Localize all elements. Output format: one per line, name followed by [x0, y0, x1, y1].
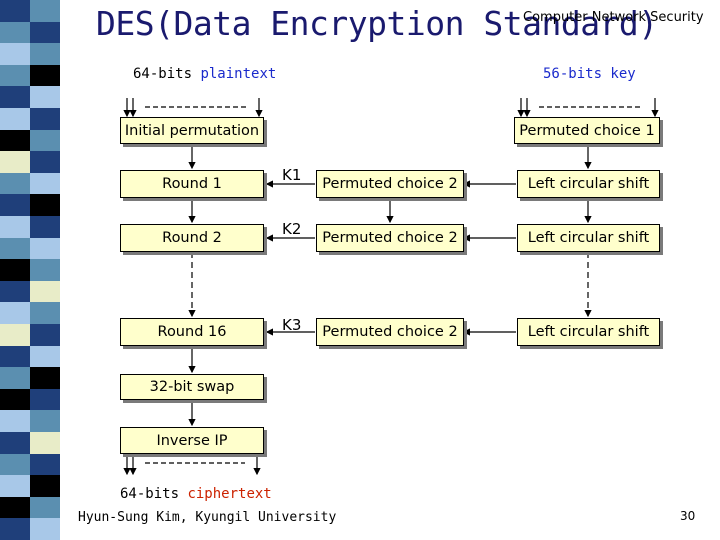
strip-tile: [0, 518, 30, 540]
round-2-box: Round 2: [120, 224, 264, 252]
round-16-box: Round 16: [120, 318, 264, 346]
strip-tile: [30, 410, 60, 433]
strip-tile: [0, 86, 30, 109]
strip-tile: [0, 453, 30, 476]
strip-tile: [0, 237, 30, 260]
strip-tile: [30, 259, 60, 282]
strip-tile: [0, 64, 30, 87]
strip-tile: [30, 216, 60, 239]
strip-tile: [0, 410, 30, 433]
strip-tile: [30, 496, 60, 519]
strip-tile: [30, 475, 60, 498]
strip-tile: [30, 129, 60, 152]
strip-tile: [30, 432, 60, 455]
strip-tile: [30, 345, 60, 368]
strip-tile: [30, 172, 60, 195]
strip-tile: [30, 302, 60, 325]
strip-tile: [0, 302, 30, 325]
permuted-choice-2-box: Permuted choice 2: [316, 224, 464, 252]
key-label-k1: K1: [282, 166, 302, 184]
slide-title: DES(Data Encryption Standard): [96, 4, 658, 43]
strip-tile: [0, 43, 30, 66]
strip-tile: [0, 388, 30, 411]
strip-tile: [0, 216, 30, 239]
permuted-choice-2-box: Permuted choice 2: [316, 318, 464, 346]
strip-tile: [0, 324, 30, 347]
course-header: Computer Network Security: [523, 10, 704, 25]
strip-tile: [30, 324, 60, 347]
key-label-k3: K3: [282, 316, 302, 334]
decorative-side-strip: [0, 0, 60, 540]
strip-tile: [30, 518, 60, 540]
page-number: 30: [680, 509, 696, 523]
strip-tile: [0, 151, 30, 174]
strip-tile: [30, 43, 60, 66]
strip-tile: [0, 259, 30, 282]
permuted-choice-1-box: Permuted choice 1: [514, 117, 660, 144]
strip-tile: [30, 21, 60, 44]
strip-tile: [30, 0, 60, 23]
ciphertext-output-label: 64-bits ciphertext: [120, 486, 272, 502]
strip-tile: [0, 432, 30, 455]
key-label-k2: K2: [282, 220, 302, 238]
strip-tile: [0, 0, 30, 23]
strip-tile: [0, 129, 30, 152]
strip-tile: [30, 237, 60, 260]
strip-tile: [30, 280, 60, 303]
strip-tile: [0, 280, 30, 303]
strip-tile: [0, 367, 30, 390]
footer-author: Hyun-Sung Kim, Kyungil University: [78, 510, 337, 525]
strip-tile: [30, 194, 60, 217]
plaintext-input-label: 64-bits plaintext: [133, 66, 277, 82]
strip-tile: [30, 453, 60, 476]
strip-tile: [0, 496, 30, 519]
strip-tile: [0, 21, 30, 44]
left-circular-shift-box: Left circular shift: [517, 318, 660, 346]
strip-tile: [0, 172, 30, 195]
left-circular-shift-box: Left circular shift: [517, 224, 660, 252]
strip-tile: [30, 388, 60, 411]
swap-box: 32-bit swap: [120, 374, 264, 400]
strip-tile: [30, 64, 60, 87]
strip-tile: [30, 151, 60, 174]
strip-tile: [30, 86, 60, 109]
inverse-ip-box: Inverse IP: [120, 427, 264, 454]
permuted-choice-2-box: Permuted choice 2: [316, 170, 464, 198]
left-circular-shift-box: Left circular shift: [517, 170, 660, 198]
strip-tile: [0, 475, 30, 498]
strip-tile: [0, 345, 30, 368]
strip-tile: [30, 108, 60, 131]
round-1-box: Round 1: [120, 170, 264, 198]
strip-tile: [30, 367, 60, 390]
strip-tile: [0, 108, 30, 131]
strip-tile: [0, 194, 30, 217]
initial-permutation-box: Initial permutation: [120, 117, 264, 144]
key-input-label: 56-bits key: [543, 66, 636, 82]
